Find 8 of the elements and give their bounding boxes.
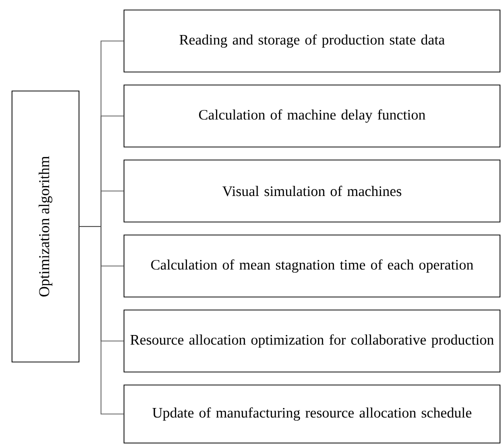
connector	[79, 226, 124, 414]
process-box: Calculation of mean stagnation time of each operation	[124, 234, 500, 298]
process-box: Calculation of machine delay function	[124, 84, 500, 148]
root-box: Optimization algorithm	[12, 90, 80, 362]
process-box: Visual simulation of machines	[124, 160, 500, 222]
process-box: Update of manufacturing resource allocation schedule	[124, 384, 500, 444]
process-box: Reading and storage of production state data	[124, 10, 500, 72]
process-box: Resource allocation optimization for collaborative production	[124, 310, 500, 372]
